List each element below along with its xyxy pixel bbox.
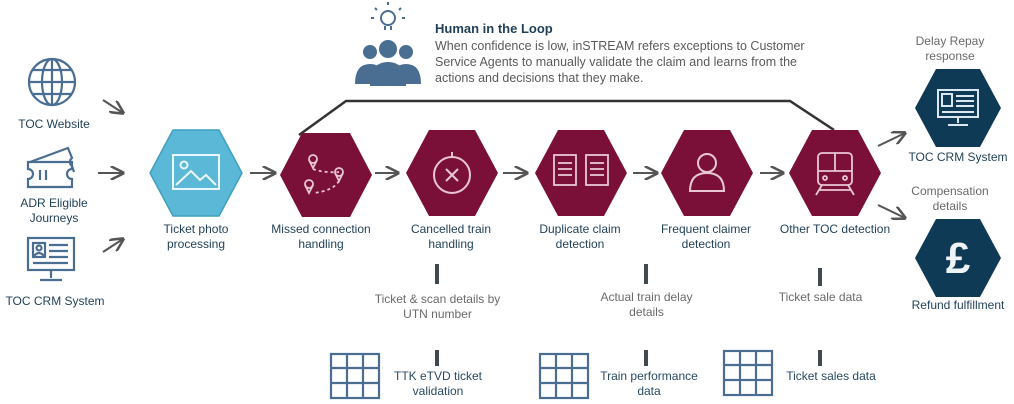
step-cancelled-train-label: Cancelled train handling — [410, 222, 492, 251]
cancel-clock-icon — [433, 152, 471, 194]
person-icon — [688, 153, 726, 192]
ticket-sales-data-label: Ticket sales data — [786, 369, 876, 383]
step-duplicate-claim-label: Duplicate claim detection — [539, 222, 621, 251]
hitl-title: Human in the Loop — [435, 21, 553, 36]
image-icon — [172, 154, 220, 190]
arrow-crm — [102, 239, 123, 253]
step-missed-connection-label: Missed connection handling — [271, 222, 371, 251]
table-grid-icon — [329, 352, 381, 400]
ticket-sale-data-label: Ticket sale data — [778, 290, 863, 304]
actual-delay-label: Actual train delay details — [600, 290, 693, 319]
ticket-icon — [26, 146, 76, 189]
input-toc-website-label: TOC Website — [18, 117, 90, 131]
missed-connection-node — [280, 133, 372, 217]
output-toc-crm-label: TOC CRM System — [908, 150, 1008, 164]
refund-fulfillment-label: Refund fulfillment — [911, 298, 1005, 312]
hitl-description: When confidence is low, inSTREAM refers … — [435, 39, 805, 85]
train-performance-label: Train performance data — [600, 369, 698, 398]
cancelled-train-node — [406, 130, 498, 216]
delay-repay-response-label: Delay Repay response — [915, 34, 985, 63]
toc-crm-output-node — [915, 69, 1001, 147]
other-toc-node — [789, 130, 881, 216]
ttk-validation-label: TTK eTVD ticket validation — [393, 369, 482, 398]
train-icon — [815, 152, 855, 196]
input-toc-crm-label: TOC CRM System — [5, 294, 105, 308]
step-ticket-photo-label: Ticket photo processing — [163, 222, 229, 251]
ticket-photo-node — [149, 129, 243, 217]
arrow-out-top — [877, 133, 905, 147]
duplicate-claim-node — [535, 130, 627, 216]
hitl-loop-line — [298, 99, 835, 137]
pound-icon: £ — [946, 234, 971, 283]
step-other-toc-label: Other TOC detection — [779, 222, 891, 236]
frequent-claimer-node — [661, 130, 753, 216]
table-grid-icon — [722, 349, 774, 397]
refund-output-node: £ — [915, 219, 1001, 297]
compensation-details-label: Compensation details — [911, 184, 989, 213]
ticket-scan-details-label: Ticket & scan details by UTN number — [374, 292, 501, 321]
crm-monitor-icon — [26, 236, 76, 282]
globe-icon — [27, 57, 77, 107]
arrow-out-bottom — [877, 204, 905, 218]
table-grid-icon — [538, 352, 590, 400]
crm-monitor-icon — [937, 89, 979, 126]
input-adr-label: ADR Eligible Journeys — [20, 196, 88, 225]
arrow-website — [102, 99, 123, 113]
step-frequent-claimer-label: Frequent claimer detection — [660, 222, 752, 251]
route-pins-icon — [304, 154, 344, 196]
human-in-loop-icon — [355, 2, 421, 86]
duplicate-documents-icon — [553, 154, 609, 186]
